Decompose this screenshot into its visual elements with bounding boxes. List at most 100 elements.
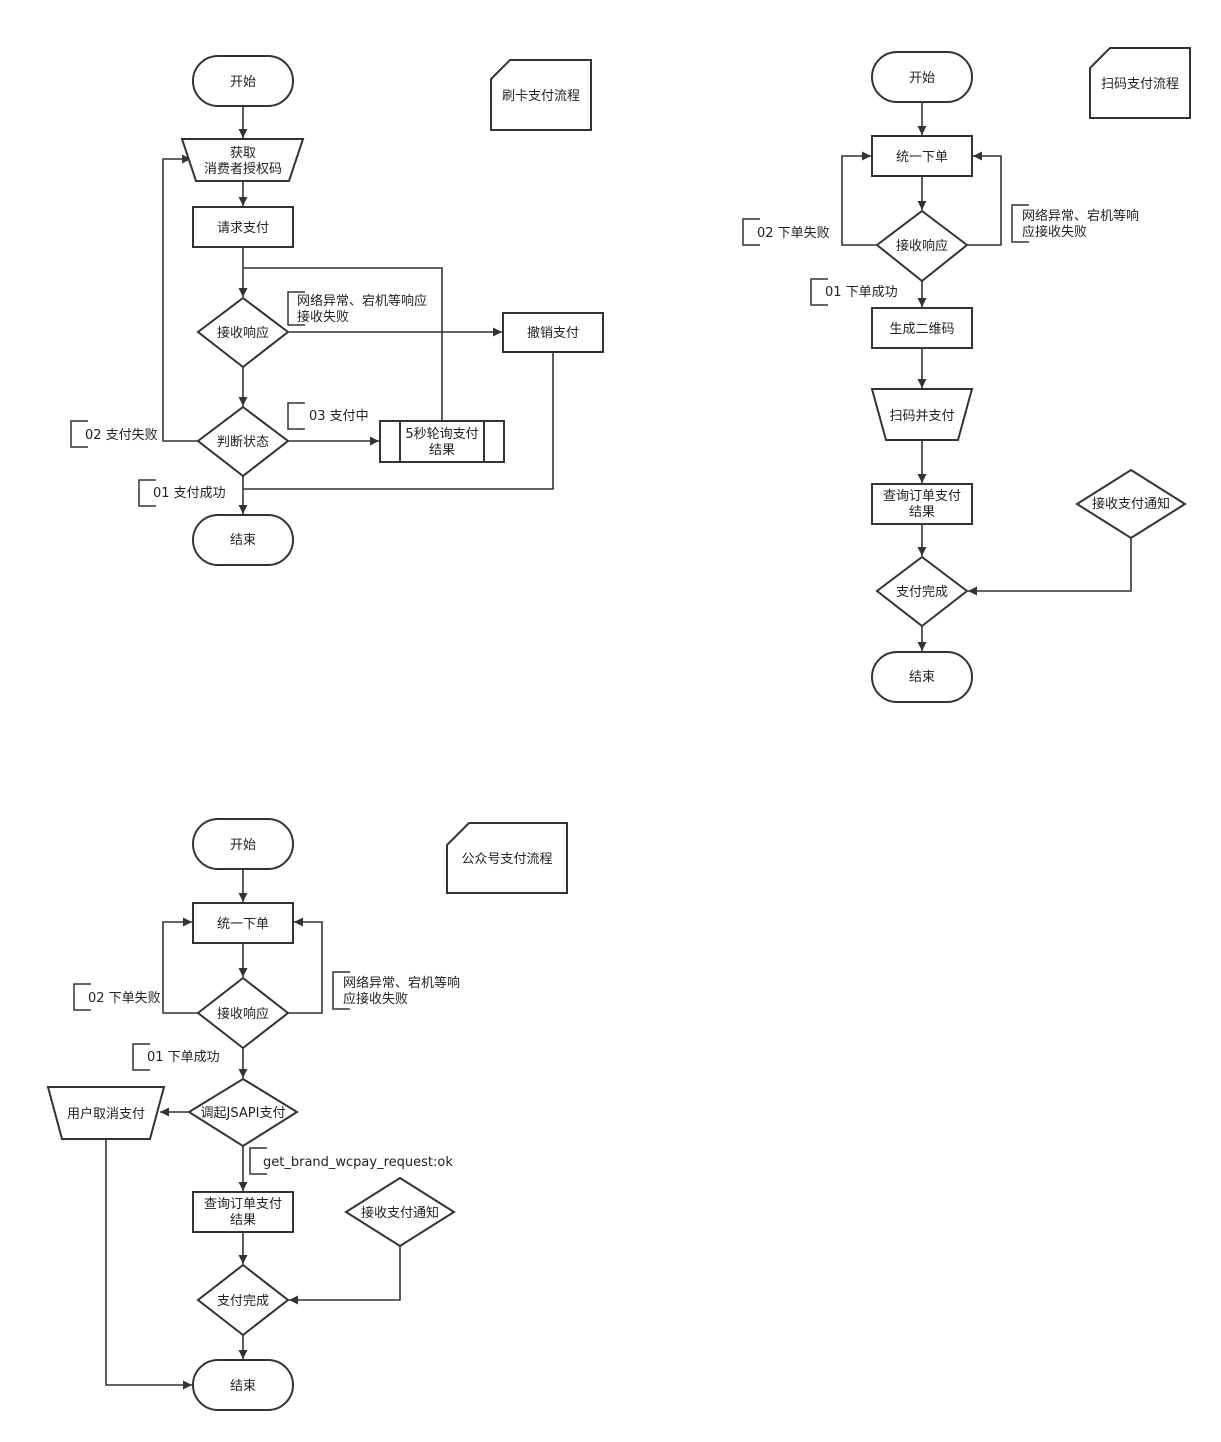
jsapi-note-network-1: 网络异常、宕机等响 (343, 975, 460, 991)
scan-end-label: 结束 (909, 670, 935, 685)
jsapi-query-node: 查询订单支付 结果 (192, 1191, 294, 1233)
scan-note-success: 01 下单成功 (810, 278, 898, 306)
card-getcode-label-1: 获取 (230, 146, 256, 161)
jsapi-end-label: 结束 (230, 1379, 256, 1394)
edge-jsapi-net-loop (288, 917, 323, 1014)
jsapi-order-node: 统一下单 (192, 902, 294, 944)
card-edges (162, 106, 554, 514)
scan-note-network-2: 应接收失败 (1022, 224, 1087, 240)
scan-notify-node: 接收支付通知 (1075, 468, 1187, 540)
card-poll-node: 5秒轮询支付 结果 (379, 420, 505, 463)
scan-title-card: 扫码支付流程 (1089, 47, 1191, 119)
scan-note-success-label: 01 下单成功 (825, 285, 898, 300)
card-note-network-1: 网络异常、宕机等响应 (297, 293, 427, 309)
card-title: 刷卡支付流程 (502, 89, 580, 104)
scan-start-label: 开始 (909, 71, 935, 86)
scan-end-node: 结束 (871, 651, 973, 703)
jsapi-notify-label: 接收支付通知 (361, 1205, 439, 1221)
card-cancel-label: 撤销支付 (527, 325, 579, 341)
jsapi-recv-label: 接收响应 (217, 1006, 269, 1022)
edge-jsapi-fail-loop (162, 917, 198, 1014)
edge-scan-fail-loop (841, 151, 877, 246)
jsapi-start-label: 开始 (230, 838, 256, 853)
jsapi-recv-node: 接收响应 (196, 976, 290, 1050)
jsapi-user-cancel-node: 用户取消支付 (46, 1086, 166, 1140)
edge-judge-fail-loop (162, 154, 198, 442)
jsapi-edges (105, 869, 401, 1390)
scan-qr-node: 生成二维码 (871, 307, 973, 349)
edge-scan-net-loop (967, 151, 1002, 246)
card-note-network: 网络异常、宕机等响应 接收失败 (287, 291, 427, 326)
scan-query-label-1: 查询订单支付 (883, 489, 961, 504)
scan-flow: 扫码支付流程 开始 统一下单 接收响应 生成二维码 (742, 47, 1191, 703)
scan-order-node: 统一下单 (871, 135, 973, 177)
card-note-success: 01 支付成功 (138, 479, 226, 507)
jsapi-notify-node: 接收支付通知 (344, 1176, 456, 1248)
scan-notify-label: 接收支付通知 (1092, 496, 1170, 512)
scan-scanpay-label: 扫码并支付 (889, 409, 954, 424)
card-note-fail: 02 支付失败 (70, 420, 158, 448)
card-getcode-node: 获取 消费者授权码 (180, 138, 305, 182)
card-recv-node: 接收响应 (196, 296, 290, 369)
jsapi-query-label-2: 结果 (230, 1213, 256, 1228)
scan-title: 扫码支付流程 (1101, 77, 1179, 92)
card-poll-label-2: 结果 (429, 443, 455, 458)
jsapi-flow: 公众号支付流程 开始 统一下单 接收响应 (46, 818, 568, 1411)
card-note-paying-label: 03 支付中 (309, 409, 369, 424)
scan-start-node: 开始 (871, 51, 973, 103)
edge-cancel-to-end (243, 352, 554, 490)
card-end-label: 结束 (230, 533, 256, 548)
jsapi-title: 公众号支付流程 (461, 852, 552, 867)
card-title-card: 刷卡支付流程 (490, 59, 592, 131)
jsapi-done-node: 支付完成 (196, 1263, 290, 1337)
jsapi-invoke-label: 调起JSAPI支付 (201, 1106, 286, 1121)
jsapi-note-fail-label: 02 下单失败 (88, 991, 161, 1006)
card-note-success-label: 01 支付成功 (153, 486, 226, 501)
edge-scan-notify-to-done (968, 538, 1132, 596)
scan-done-node: 支付完成 (875, 555, 969, 628)
jsapi-user-cancel-label: 用户取消支付 (67, 1106, 145, 1122)
scan-recv-node: 接收响应 (875, 209, 969, 283)
card-poll-label-1: 5秒轮询支付 (405, 427, 478, 442)
jsapi-start-node: 开始 (192, 818, 294, 870)
card-request-label: 请求支付 (217, 221, 269, 236)
card-start-node: 开始 (192, 55, 294, 107)
scan-note-fail-label: 02 下单失败 (757, 226, 830, 241)
scan-note-network-1: 网络异常、宕机等响 (1022, 208, 1139, 224)
jsapi-note-ok: get_brand_wcpay_request:ok (249, 1147, 453, 1175)
scan-order-label: 统一下单 (896, 150, 948, 165)
jsapi-query-label-1: 查询订单支付 (204, 1197, 282, 1212)
scan-query-label-2: 结果 (909, 505, 935, 520)
card-request-node: 请求支付 (192, 206, 294, 248)
scan-scanpay-node: 扫码并支付 (870, 388, 974, 441)
card-flow: 刷卡支付流程 开始 获取 消费者授权码 请求支付 (70, 55, 604, 566)
scan-done-label: 支付完成 (896, 585, 948, 600)
card-judge-node: 判断状态 (196, 405, 290, 478)
jsapi-order-label: 统一下单 (217, 917, 269, 932)
scan-query-node: 查询订单支付 结果 (871, 483, 973, 525)
jsapi-done-label: 支付完成 (217, 1294, 269, 1309)
card-note-network-2: 接收失败 (297, 309, 349, 325)
card-getcode-label-2: 消费者授权码 (204, 161, 282, 177)
card-note-paying: 03 支付中 (287, 402, 369, 430)
edge-jsapi-notify-to-done (289, 1246, 401, 1305)
jsapi-end-node: 结束 (192, 1359, 294, 1411)
jsapi-note-ok-label: get_brand_wcpay_request:ok (263, 1155, 453, 1170)
card-end-node: 结束 (192, 514, 294, 566)
scan-note-network: 网络异常、宕机等响 应接收失败 (1011, 204, 1139, 243)
scan-edges (841, 102, 1132, 651)
card-recv-label: 接收响应 (217, 325, 269, 341)
jsapi-note-network-2: 应接收失败 (343, 991, 408, 1007)
jsapi-title-card: 公众号支付流程 (446, 822, 568, 894)
card-judge-label: 判断状态 (217, 435, 269, 450)
jsapi-note-success: 01 下单成功 (132, 1043, 220, 1071)
scan-note-fail: 02 下单失败 (742, 218, 830, 246)
card-start-label: 开始 (230, 75, 256, 90)
card-cancel-node: 撤销支付 (502, 312, 604, 353)
jsapi-invoke-node: 调起JSAPI支付 (187, 1077, 299, 1148)
scan-recv-label: 接收响应 (896, 238, 948, 254)
card-note-fail-label: 02 支付失败 (85, 428, 158, 443)
scan-qr-label: 生成二维码 (889, 322, 954, 337)
jsapi-note-network: 网络异常、宕机等响 应接收失败 (332, 971, 460, 1010)
